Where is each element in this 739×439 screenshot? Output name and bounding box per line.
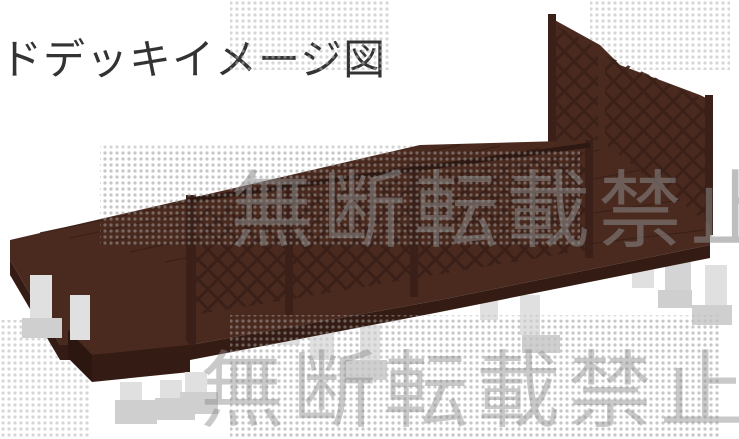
deck-step [68, 322, 190, 382]
watermark-overlay [100, 150, 720, 439]
deck-posts-front [22, 275, 218, 424]
watermark-text-lower: 無断転載禁止 [200, 342, 739, 439]
watermark-text: 無断転載禁止 [230, 162, 739, 260]
